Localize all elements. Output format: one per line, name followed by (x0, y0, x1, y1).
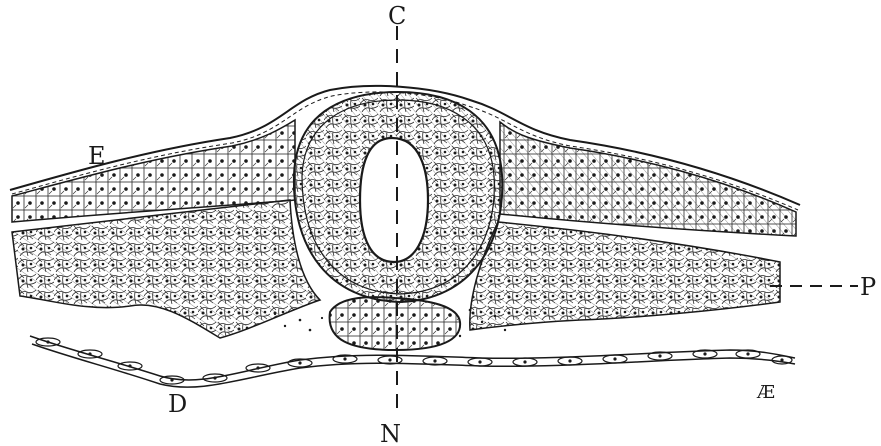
mesoderm-right-hatch (470, 222, 780, 330)
label-right: P (860, 273, 876, 301)
label-top: C (388, 2, 406, 30)
label-lower-left: D (168, 390, 187, 418)
label-ectoderm: E (88, 142, 106, 170)
neural-canal (360, 138, 428, 262)
label-bottom: N (380, 420, 401, 446)
notochord (330, 297, 461, 350)
mesoderm-left-hatch (12, 200, 320, 338)
label-lower-right: Æ (756, 382, 775, 403)
